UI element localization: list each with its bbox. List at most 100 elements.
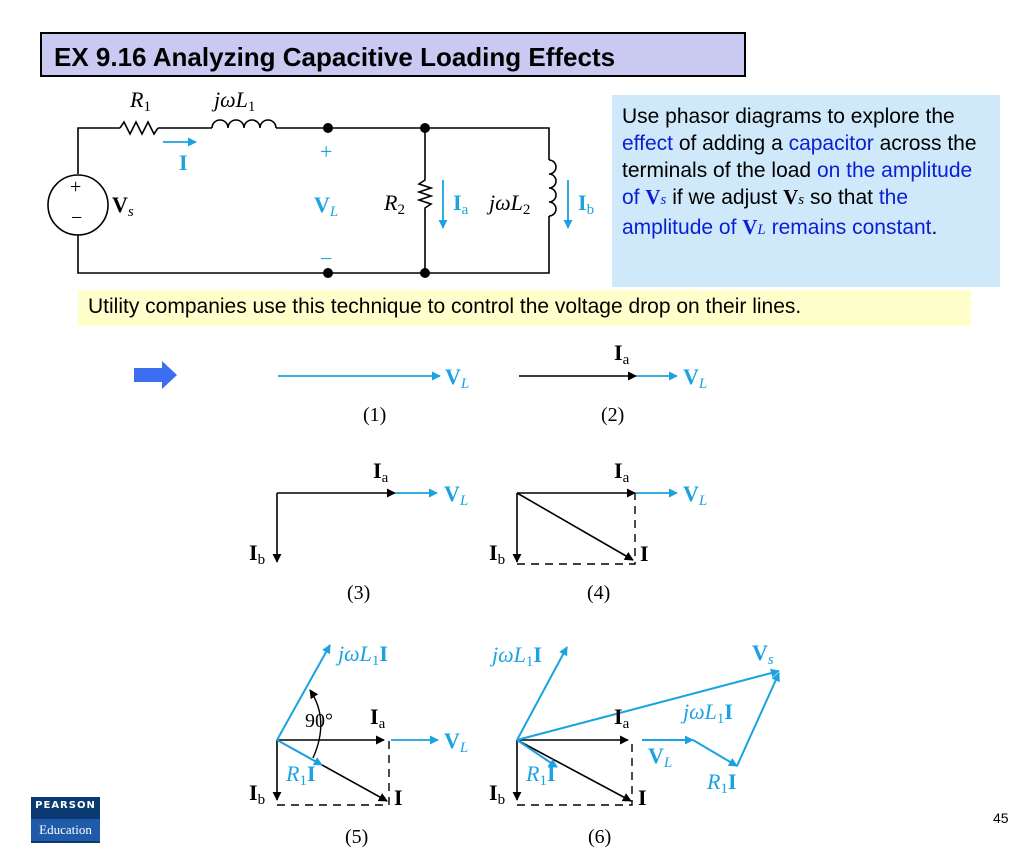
info-vl-sym: V <box>742 215 758 239</box>
label-jwl1i: jωL1I <box>335 641 388 669</box>
ia-sym: I <box>614 458 623 483</box>
label-r1: R1 <box>129 87 151 115</box>
label-r1-sym: R <box>129 87 144 112</box>
label-vl-sym: V <box>314 192 330 217</box>
caption-5: (5) <box>345 826 368 848</box>
label-jwl2: jωL2 <box>486 190 530 218</box>
label-ib: Ib <box>249 540 265 568</box>
page-title: EX 9.16 Analyzing Capacitive Loading Eff… <box>54 42 616 72</box>
label-vl: VL <box>444 481 468 509</box>
vs-sub: s <box>768 652 774 668</box>
vl-sub: L <box>459 493 468 509</box>
label-r2: R2 <box>383 190 405 218</box>
label-vs: Vs <box>112 192 134 220</box>
phasor-diagram-2: Ia VL (2) <box>519 340 707 426</box>
label-vl-minus: − <box>320 246 332 271</box>
label-vl: VL <box>314 192 338 220</box>
r1i-i: I <box>547 761 556 786</box>
node <box>323 268 333 278</box>
label-ib-sym: I <box>578 190 587 215</box>
jwl1i-i: I <box>379 641 388 666</box>
label-ib: Ib <box>249 780 265 808</box>
label-ia-sym: I <box>453 190 462 215</box>
vl-sub: L <box>460 376 469 392</box>
label-vs: Vs <box>752 640 774 668</box>
ib-sym: I <box>249 780 258 805</box>
caption-1: (1) <box>363 404 386 426</box>
node <box>420 268 430 278</box>
label-ib-sub: b <box>587 202 595 218</box>
vl-sym: V <box>683 364 699 389</box>
label-r1i: R1I <box>285 761 316 789</box>
info-vs-2-sym: V <box>783 185 799 209</box>
logo-line-1: PEARSON <box>35 800 96 811</box>
label-r1i: R1I <box>525 761 556 789</box>
construction-lines <box>277 740 390 806</box>
label-vl: VL <box>445 364 469 392</box>
label-jwl1i: jωL1I <box>489 642 542 670</box>
label-jwl1-sub: 1 <box>248 99 256 115</box>
phasor-jwl1i-shifted <box>736 672 780 767</box>
info-vs-1: Vs <box>645 185 666 209</box>
label-source-plus: + <box>70 176 81 198</box>
wire-left-top <box>77 127 120 174</box>
label-jwl1-sym: jωL <box>211 87 248 112</box>
node <box>323 123 333 133</box>
label-ia: Ia <box>614 340 630 368</box>
info-amp1: on the amplitude of <box>622 159 973 209</box>
label-vl: VL <box>648 743 672 771</box>
caption-3: (3) <box>347 582 370 604</box>
info-remains: remains constant <box>765 216 932 239</box>
circuit-labels: R1 jωL1 I + − + − Vs VL R2 Ia jωL2 Ib <box>70 87 594 271</box>
label-ib: Ib <box>578 190 594 218</box>
title-box: EX 9.16 Analyzing Capacitive Loading Eff… <box>40 32 746 77</box>
info-text-2: of adding a <box>672 132 789 155</box>
label-i: I <box>179 150 188 175</box>
node <box>420 123 430 133</box>
resistor-r2 <box>416 128 434 273</box>
label-i: I <box>394 785 403 810</box>
info-text-3: across the terminals of the load <box>622 132 977 182</box>
utility-note-box: Utility companies use this technique to … <box>78 290 971 326</box>
jwl1i-r-i: I <box>724 699 733 724</box>
label-r1i-right: R1I <box>706 769 737 797</box>
label-jwl2-sym: jωL <box>486 190 523 215</box>
label-jwl2-sub: 2 <box>523 202 531 218</box>
caption-6: (6) <box>588 826 611 848</box>
info-vl: VL <box>742 215 766 239</box>
label-jwl1: jωL1 <box>211 87 255 115</box>
label-ib: Ib <box>489 540 505 568</box>
ib-sub: b <box>258 792 266 808</box>
vl-sym: V <box>444 481 460 506</box>
r1i-r-sym: R <box>706 769 721 794</box>
pearson-logo: PEARSON Education <box>31 797 100 843</box>
phasor-i <box>516 492 634 561</box>
label-vl: VL <box>683 481 707 509</box>
ia-sub: a <box>623 352 630 368</box>
info-amp2-group: the amplitude of VL remains constant <box>622 186 932 239</box>
label-i: I <box>638 785 647 810</box>
phasor-r1i-shifted <box>692 739 738 767</box>
phasor-diagram-1: VL (1) <box>278 364 469 426</box>
phasor-diagram-5: 90° jωL1I Ia VL R1I Ib I (5) <box>249 641 468 848</box>
label-jwl1i-right: jωL1I <box>680 699 733 727</box>
info-text-1: Use phasor diagrams to explore the <box>622 105 955 128</box>
phasor-diagram-3: Ia VL Ib (3) <box>249 458 468 604</box>
r1i-r-sub: 1 <box>720 781 728 797</box>
inductor-l1 <box>211 119 277 129</box>
label-vl: VL <box>444 728 468 756</box>
label-vl-sub: L <box>329 204 338 220</box>
label-vs-sub: s <box>128 204 134 220</box>
vs-sym: V <box>752 640 768 665</box>
ib-sub: b <box>498 552 506 568</box>
jwl1i-r-sym: jωL <box>680 699 717 724</box>
ib-sym: I <box>249 540 258 565</box>
info-box: Use phasor diagrams to explore the effec… <box>612 95 1000 287</box>
circuit-nodes <box>323 123 430 278</box>
label-ia: Ia <box>453 190 469 218</box>
ia-sub: a <box>623 470 630 486</box>
label-vl: VL <box>683 364 707 392</box>
info-vs-1-sub: s <box>660 192 667 208</box>
page-number: 45 <box>993 810 1009 826</box>
